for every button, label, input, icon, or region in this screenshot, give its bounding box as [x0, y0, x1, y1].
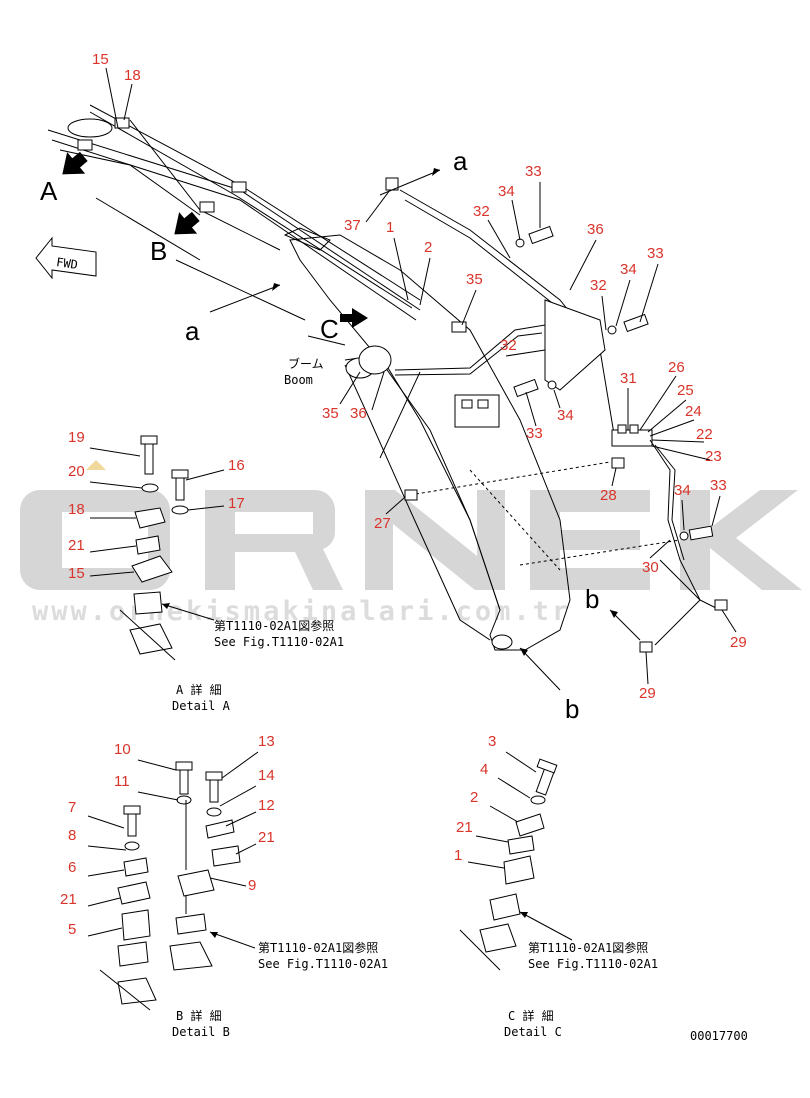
callout: 32	[473, 203, 490, 220]
callout: 33	[526, 425, 543, 442]
callout: 23	[705, 448, 722, 465]
fwd-label: FWD	[55, 255, 78, 272]
view-letter-b-right: b	[585, 584, 599, 614]
callout: 36	[587, 221, 604, 238]
callout: 30	[642, 559, 659, 576]
callout: 34	[674, 482, 691, 499]
callout: 36	[350, 405, 367, 422]
boom-label-en: Boom	[284, 373, 313, 387]
callout: 11	[114, 773, 130, 790]
callout: 32	[500, 337, 517, 354]
callout: 10	[114, 741, 131, 758]
callout: 34	[557, 407, 574, 424]
callout: 26	[668, 359, 685, 376]
detail-c	[459, 758, 573, 971]
callout: 33	[710, 477, 727, 494]
view-letter-A: A	[40, 176, 58, 206]
callout: 8	[68, 827, 76, 844]
detail-b-title-jp: B 詳 細	[176, 1008, 222, 1023]
callout: 4	[480, 761, 488, 778]
boom-label-jp: ブーム	[288, 356, 324, 371]
callout: 6	[68, 859, 76, 876]
main-callouts: 15 18 37 1 2 35 36 32 34 33 33 34 32 36 …	[92, 51, 747, 702]
boom-assembly	[35, 104, 728, 691]
callout: 3	[488, 733, 496, 750]
callout: 13	[258, 733, 275, 750]
view-letter-C: C	[320, 314, 339, 344]
detail-a-see-en: See Fig.T1110-02A1	[214, 635, 344, 649]
detail-b-callouts: 10 13 11 14 12 7 21 8 6 9 21 5	[60, 733, 275, 938]
fwd-arrow-icon	[35, 236, 97, 280]
callout: 21	[68, 537, 85, 554]
detail-b-see-jp: 第T1110-02A1図参照	[258, 940, 378, 955]
callout: 21	[258, 829, 275, 846]
callout: 35	[322, 405, 339, 422]
callout: 18	[124, 67, 141, 84]
callout: 14	[258, 767, 275, 784]
detail-b-see-en: See Fig.T1110-02A1	[258, 957, 388, 971]
drawing-number: 00017700	[690, 1029, 748, 1043]
callout: 28	[600, 487, 617, 504]
callout: 24	[685, 403, 702, 420]
callout: 18	[68, 501, 85, 518]
callout: 33	[647, 245, 664, 262]
detail-b-title-en: Detail B	[172, 1025, 230, 1039]
view-letter-b-bottom: b	[565, 694, 579, 724]
callout: 21	[60, 891, 77, 908]
callout: 34	[498, 183, 515, 200]
callout: 12	[258, 797, 275, 814]
detail-a-title-en: Detail A	[172, 699, 231, 713]
callout: 20	[68, 463, 85, 480]
view-letter-B: B	[150, 236, 167, 266]
callout: 25	[677, 382, 694, 399]
view-letter-a-left: a	[185, 316, 200, 346]
callout: 22	[696, 426, 713, 443]
detail-b	[99, 761, 256, 1011]
detail-c-title-jp: C 詳 細	[508, 1008, 554, 1023]
callout: 2	[470, 789, 478, 806]
callout: 9	[248, 877, 256, 894]
callout: 2	[424, 239, 432, 256]
callout: 33	[525, 163, 542, 180]
callout: 29	[730, 634, 747, 651]
detail-c-callouts: 3 4 2 21 1	[454, 733, 496, 864]
detail-c-see-en: See Fig.T1110-02A1	[528, 957, 658, 971]
callout: 7	[68, 799, 76, 816]
detail-c-title-en: Detail C	[504, 1025, 562, 1039]
callout: 21	[456, 819, 473, 836]
view-letter-a-top: a	[453, 146, 468, 176]
callout: 1	[386, 219, 394, 236]
callout: 37	[344, 217, 361, 234]
detail-a-see-jp: 第T1110-02A1図参照	[214, 618, 334, 633]
callout: 31	[620, 370, 637, 387]
detail-c-see-jp: 第T1110-02A1図参照	[528, 940, 648, 955]
callout: 15	[92, 51, 109, 68]
detail-a	[119, 435, 215, 661]
callout: 29	[639, 685, 656, 702]
detail-a-title-jp: A 詳 細	[176, 682, 222, 697]
callout: 17	[228, 495, 245, 512]
callout: 27	[374, 515, 391, 532]
callout: 34	[620, 261, 637, 278]
callout: 15	[68, 565, 85, 582]
callout: 5	[68, 921, 76, 938]
callout: 19	[68, 429, 85, 446]
detail-a-callouts: 19 16 20 17 18 21 15	[68, 429, 245, 582]
callout: 1	[454, 847, 462, 864]
leader-lines	[105, 67, 737, 685]
callout: 35	[466, 271, 483, 288]
callout: 32	[590, 277, 607, 294]
callout: 16	[228, 457, 245, 474]
